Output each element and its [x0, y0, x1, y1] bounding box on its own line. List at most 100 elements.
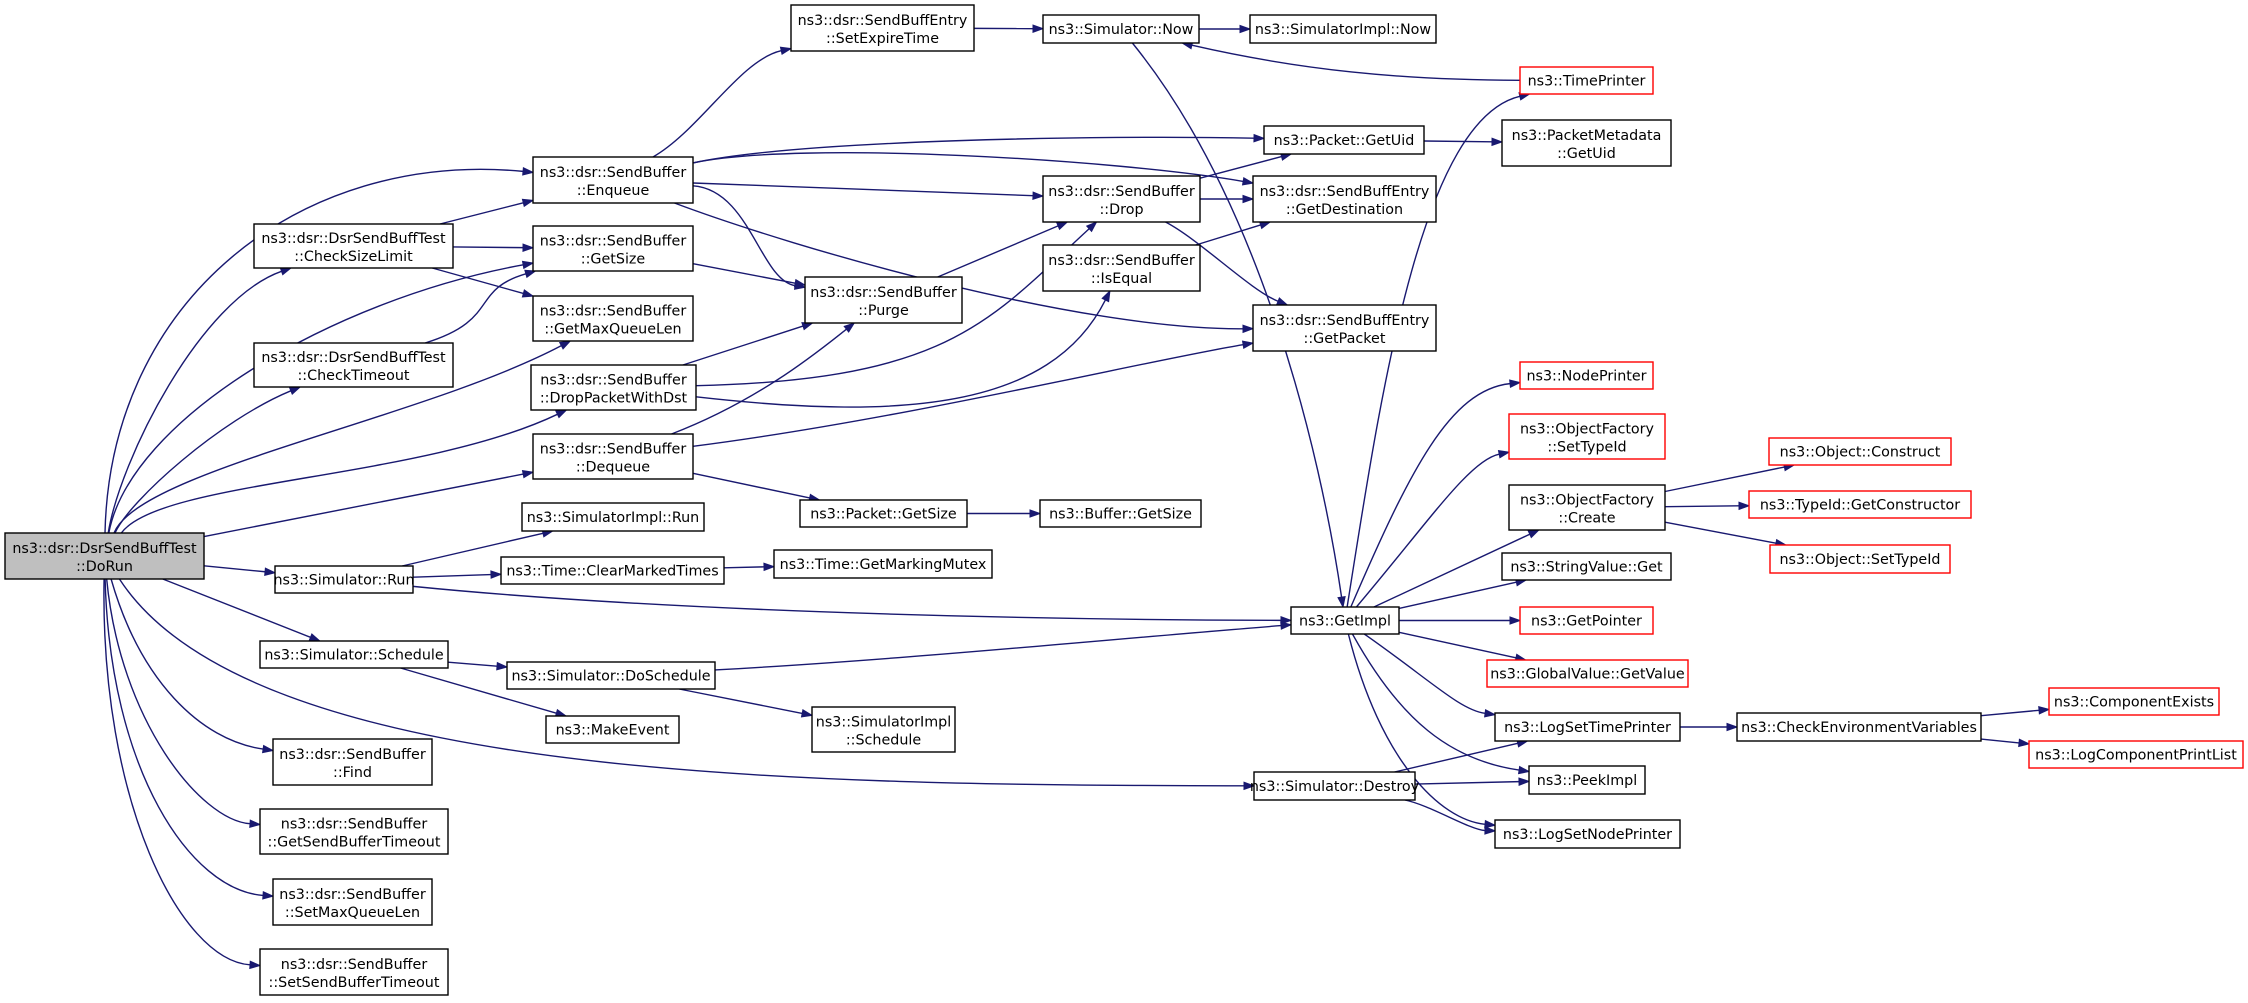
- node-stringvalueget[interactable]: ns3::StringValue::Get: [1501, 552, 1672, 581]
- node-box: [804, 276, 963, 324]
- node-box: [259, 808, 449, 855]
- node-logsetnodeprinter[interactable]: ns3::LogSetNodePrinter: [1494, 819, 1681, 849]
- node-clearmarked[interactable]: ns3::Time::ClearMarkedTimes: [500, 556, 725, 585]
- node-packetgetuid[interactable]: ns3::Packet::GetUid: [1263, 125, 1425, 155]
- node-peekimpl[interactable]: ns3::PeekImpl: [1528, 765, 1646, 795]
- node-getsize[interactable]: ns3::dsr::SendBuffer::GetSize: [532, 225, 694, 272]
- node-dorun[interactable]: ns3::dsr::DsrSendBuffTest::DoRun: [4, 532, 205, 580]
- node-label: ns3::dsr::SendBuffEntry: [1260, 184, 1430, 200]
- node-box: [1290, 606, 1400, 635]
- node-box: [1519, 361, 1654, 390]
- node-label: ns3::Time::ClearMarkedTimes: [506, 564, 718, 580]
- node-box: [253, 342, 454, 388]
- node-box: [1042, 244, 1201, 292]
- node-checksizelimit[interactable]: ns3::dsr::DsrSendBuffTest::CheckSizeLimi…: [253, 223, 454, 269]
- arrowhead-icon: [1484, 819, 1497, 829]
- node-metadatagetuid[interactable]: ns3::PacketMetadata::GetUid: [1501, 119, 1672, 167]
- node-setsendbuffertimeout[interactable]: ns3::dsr::SendBuffer::SetSendBufferTimeo…: [259, 948, 449, 996]
- edge-line: [452, 246, 524, 249]
- node-simnow[interactable]: ns3::Simulator::Now: [1042, 14, 1200, 44]
- node-getdestination[interactable]: ns3::dsr::SendBuffEntry::GetDestination: [1252, 175, 1437, 223]
- node-simrun[interactable]: ns3::Simulator::Run: [273, 565, 415, 594]
- node-checkenv[interactable]: ns3::CheckEnvironmentVariables: [1736, 712, 1982, 742]
- edge-destroy-to-logsetnodeprinter: [1404, 799, 1497, 835]
- node-simimplrun[interactable]: ns3::SimulatorImpl::Run: [521, 502, 705, 532]
- node-box: [532, 225, 694, 272]
- arrowhead-icon: [1032, 191, 1045, 200]
- node-componentexists[interactable]: ns3::ComponentExists: [2048, 687, 2220, 716]
- node-purge[interactable]: ns3::dsr::SendBuffer::Purge: [804, 276, 963, 324]
- node-box: [259, 640, 449, 669]
- node-doschedule[interactable]: ns3::Simulator::DoSchedule: [506, 661, 716, 690]
- node-simimplschedule[interactable]: ns3::SimulatorImpl::Schedule: [811, 706, 956, 753]
- edge-dorun-to-checktimeout: [114, 386, 302, 534]
- node-isequal[interactable]: ns3::dsr::SendBuffer::IsEqual: [1042, 244, 1201, 292]
- node-drop[interactable]: ns3::dsr::SendBuffer::Drop: [1042, 175, 1201, 223]
- node-settypeid[interactable]: ns3::ObjectFactory::SetTypeId: [1508, 413, 1666, 460]
- node-box: [272, 878, 433, 926]
- node-droppacketwithdst[interactable]: ns3::dsr::SendBuffer::DropPacketWithDst: [530, 364, 697, 411]
- node-destroy[interactable]: ns3::Simulator::Destroy: [1250, 771, 1420, 801]
- node-logcomponentprintlist[interactable]: ns3::LogComponentPrintList: [2028, 740, 2244, 769]
- edge-line: [1346, 95, 1521, 608]
- edge-line: [412, 573, 492, 578]
- edge-line: [432, 267, 524, 295]
- node-timeprinter[interactable]: ns3::TimePrinter: [1519, 66, 1654, 95]
- node-setexpiretime[interactable]: ns3::dsr::SendBuffEntry::SetExpireTime: [790, 4, 975, 52]
- node-globalvalue[interactable]: ns3::GlobalValue::GetValue: [1486, 659, 1689, 688]
- node-setmaxqueuelen[interactable]: ns3::dsr::SendBuffer::SetMaxQueueLen: [272, 878, 433, 926]
- edge-line: [1398, 631, 1517, 659]
- node-create[interactable]: ns3::ObjectFactory::Create: [1508, 484, 1666, 531]
- node-box: [1508, 484, 1666, 531]
- node-label: ns3::Object::Construct: [1780, 445, 1941, 461]
- node-label: ns3::NodePrinter: [1526, 369, 1646, 385]
- node-box: [1042, 14, 1200, 44]
- node-schedule[interactable]: ns3::Simulator::Schedule: [259, 640, 449, 669]
- node-label: ::CheckTimeout: [297, 368, 409, 384]
- node-objsettypeid[interactable]: ns3::Object::SetTypeId: [1769, 544, 1951, 574]
- arrowhead-icon: [1253, 133, 1266, 143]
- node-box: [1501, 552, 1672, 581]
- node-label: ::DoRun: [76, 559, 133, 575]
- node-objconstruct[interactable]: ns3::Object::Construct: [1768, 437, 1952, 466]
- node-box: [545, 715, 680, 744]
- edge-line: [103, 578, 251, 966]
- node-dequeue[interactable]: ns3::dsr::SendBuffer::Dequeue: [532, 433, 694, 480]
- edge-timeprinter-to-simnow: [1180, 41, 1521, 82]
- node-getmaxqueuelen[interactable]: ns3::dsr::SendBuffer::GetMaxQueueLen: [532, 295, 694, 342]
- arrowhead-icon: [1280, 616, 1293, 625]
- edge-line: [1199, 155, 1282, 179]
- node-label: ns3::LogComponentPrintList: [2035, 748, 2237, 764]
- node-getpointer[interactable]: ns3::GetPointer: [1519, 606, 1654, 635]
- node-box: [1528, 765, 1646, 795]
- node-label: ns3::PeekImpl: [1537, 773, 1637, 789]
- node-getsendbuffertimeout[interactable]: ns3::dsr::SendBuffer::GetSendBufferTimeo…: [259, 808, 449, 855]
- node-nodeprinter[interactable]: ns3::NodePrinter: [1519, 361, 1654, 390]
- node-enqueue[interactable]: ns3::dsr::SendBuffer::Enqueue: [532, 156, 694, 204]
- node-checktimeout[interactable]: ns3::dsr::DsrSendBuffTest::CheckTimeout: [253, 342, 454, 388]
- edge-line: [652, 50, 782, 158]
- edge-line: [1404, 799, 1486, 832]
- node-getimpl[interactable]: ns3::GetImpl: [1290, 606, 1400, 635]
- arrowhead-icon: [1726, 722, 1739, 732]
- edge-destroy-to-logsettimeprinter: [1394, 739, 1529, 773]
- edge-dorun-to-checksizelimit: [107, 267, 293, 534]
- node-typeidgetctor[interactable]: ns3::TypeId::GetConstructor: [1748, 490, 1972, 519]
- edge-enqueue-to-drop: [692, 182, 1045, 200]
- node-label: ns3::SimulatorImpl: [816, 715, 951, 731]
- edge-line: [1350, 382, 1511, 608]
- node-makeevent[interactable]: ns3::MakeEvent: [545, 715, 680, 744]
- node-buffergetsize[interactable]: ns3::Buffer::GetSize: [1039, 499, 1202, 528]
- node-find[interactable]: ns3::dsr::SendBuffer::Find: [272, 738, 433, 786]
- edge-line: [937, 225, 1059, 278]
- node-logsettimeprinter[interactable]: ns3::LogSetTimePrinter: [1494, 712, 1681, 742]
- node-packetgetsize[interactable]: ns3::Packet::GetSize: [799, 499, 968, 528]
- edge-line: [1195, 224, 1261, 246]
- node-simimplnow[interactable]: ns3::SimulatorImpl::Now: [1249, 14, 1437, 44]
- edge-line: [400, 667, 557, 714]
- edge-line: [439, 202, 524, 225]
- arrowhead-icon: [496, 661, 509, 671]
- node-getmarkingmutex[interactable]: ns3::Time::GetMarkingMutex: [773, 549, 993, 579]
- node-getpacket[interactable]: ns3::dsr::SendBuffEntry::GetPacket: [1252, 304, 1437, 352]
